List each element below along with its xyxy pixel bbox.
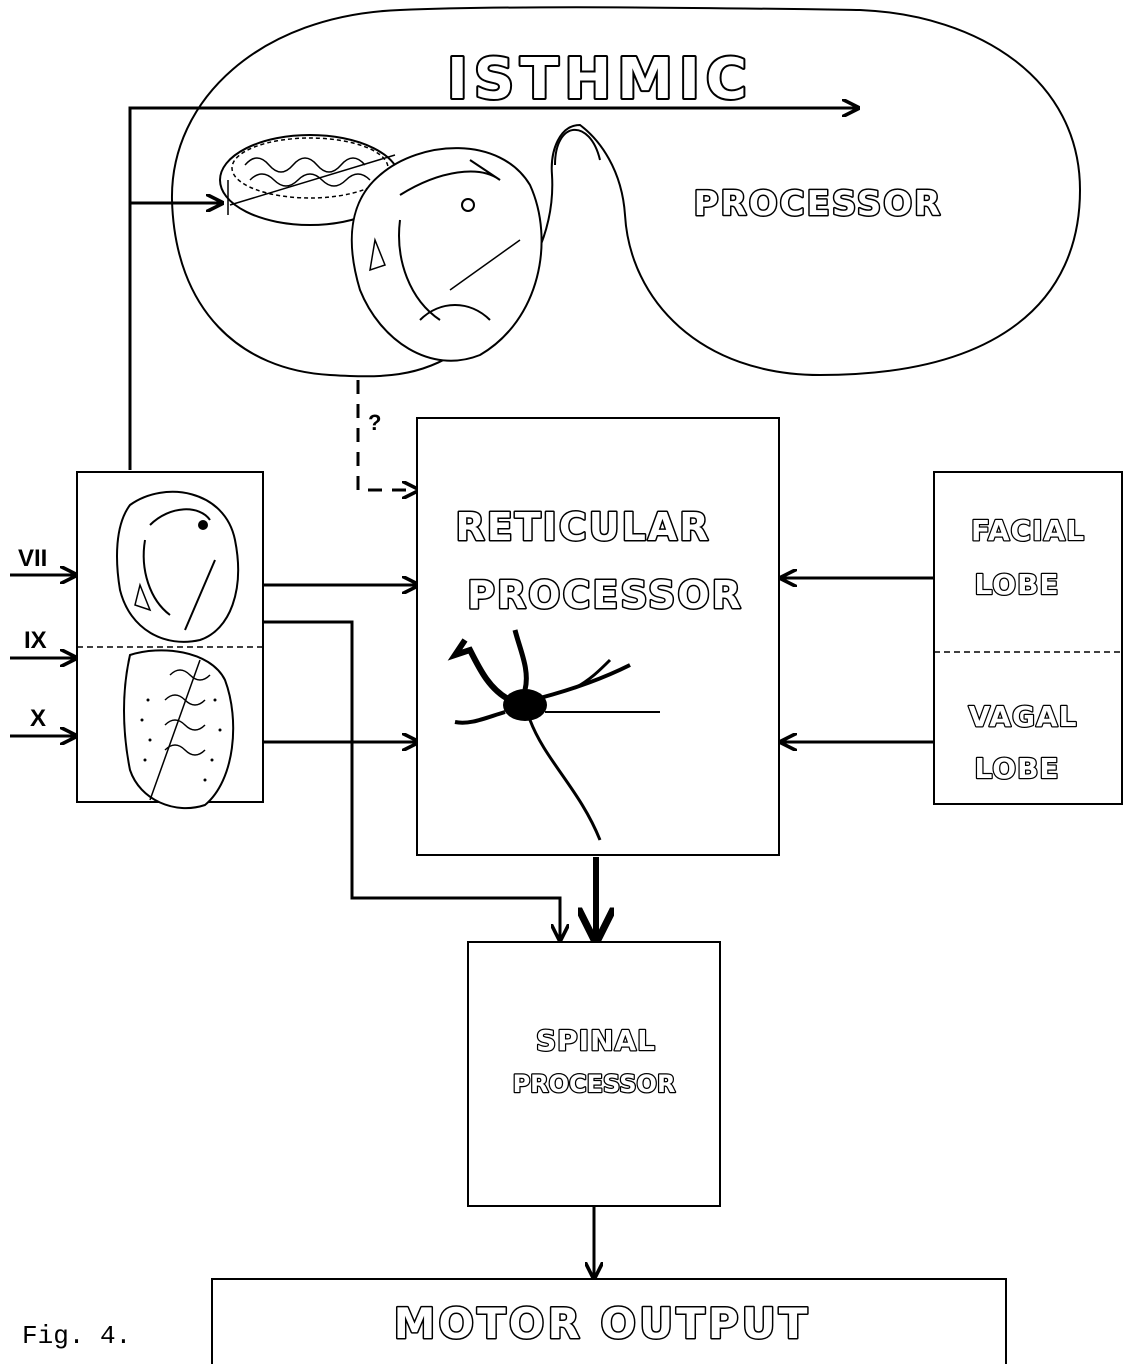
spinal-processor-box	[467, 941, 721, 1207]
figure-label: Fig. 4.	[22, 1321, 131, 1351]
facial-lobe-line2: LOBE	[974, 568, 1059, 601]
question-mark: ?	[368, 410, 381, 435]
reticular-title-line1: RETICULAR	[456, 505, 711, 549]
visceral-illustration	[123, 649, 235, 810]
reticular-processor-box	[416, 417, 780, 856]
isthmic-bypass-arrow	[128, 108, 858, 470]
fish-head-illustration-isthmic	[350, 147, 543, 362]
nerve-label-x: X	[30, 705, 46, 732]
reticular-title-line2: PROCESSOR	[467, 573, 743, 617]
motor-output-box	[211, 1278, 1007, 1364]
spinal-title-line1: SPINAL	[536, 1024, 656, 1057]
nerve-label-ix: IX	[24, 627, 47, 654]
isthmic-title: ISTHMIC	[447, 47, 753, 112]
motor-output-label: MOTOR OUTPUT	[394, 1299, 811, 1348]
facial-vagal-lobe-box	[933, 471, 1123, 805]
vagal-lobe-line2: LOBE	[974, 752, 1059, 785]
sensory-to-spinal-arrow	[263, 620, 560, 940]
nerve-label-vii: VII	[18, 545, 47, 572]
vagal-lobe-line1: VAGAL	[969, 700, 1078, 733]
spinal-title-line2: PROCESSOR	[513, 1070, 676, 1098]
facial-lobe-line1: FACIAL	[971, 514, 1085, 547]
isthmic-to-reticular-dashed-arrow	[356, 380, 418, 490]
fish-head-illustration-sensory	[116, 490, 239, 643]
neuron-illustration	[447, 629, 660, 841]
isthmic-subtitle: PROCESSOR	[694, 184, 943, 224]
